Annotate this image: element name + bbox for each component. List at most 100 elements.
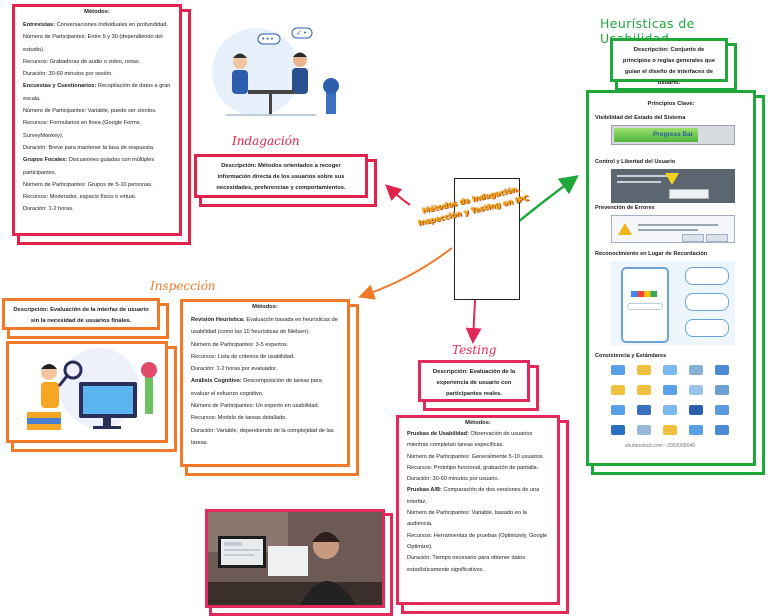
method-item: Análisis Cognitivo: Descomposición de ta…: [191, 375, 339, 400]
method-item: Recursos: Lista de criterios de usabilid…: [191, 351, 339, 363]
method-detail: Número de Participantes: Generalmente 5-…: [407, 453, 545, 460]
method-detail: Recursos: Lista de criterios de usabilid…: [191, 353, 295, 360]
method-detail: Discusiones guiadas con múltiples partic…: [23, 157, 155, 176]
method-detail: Conversaciones individuales en profundid…: [55, 22, 168, 28]
progress-bar-label: Progress Bar: [652, 131, 694, 138]
method-detail: Recursos: Prototipo funcional, grabación…: [407, 464, 539, 471]
method-item: Recursos: Moderador, espacio físico o vi…: [23, 191, 171, 203]
method-detail: Descomposición de tareas para evaluar el…: [191, 378, 322, 397]
method-item: Número de Participantes: Un experto en u…: [191, 400, 339, 412]
dialog-line: [617, 175, 677, 177]
method-detail: Evaluación basada en heurísticas de usab…: [191, 317, 338, 336]
error-dialog-example: [611, 215, 735, 243]
svg-text:✓ •: ✓ •: [296, 30, 307, 37]
method-detail: Número de Participantes: Entre 5 y 30 (d…: [23, 34, 163, 53]
icon-grid: [611, 365, 729, 435]
principle-label-4: Reconocimiento en Lugar de Recordación: [595, 251, 708, 257]
method-detail: Recursos: Moderador, espacio físico o vi…: [23, 194, 137, 201]
method-item: Recursos: Modelo de tareas detallado.: [191, 412, 339, 424]
progress-bar-fill: [614, 128, 698, 142]
method-name: Pruebas A/B:: [407, 487, 442, 494]
principle-label-2: Control y Libertad del Usuario: [595, 159, 676, 165]
method-detail: Recursos: Herramientas de pruebas (Optim…: [407, 532, 548, 550]
indagacion-title: Indagación: [232, 134, 300, 148]
method-item: Duración: 1-2 horas por evaluador.: [191, 363, 339, 375]
method-item: Recursos: Herramientas de pruebas (Optim…: [407, 531, 549, 554]
testing-description: Descripción: Evaluación de la experienci…: [418, 360, 530, 402]
method-detail: Recursos: Formularios en línea (Google F…: [23, 120, 142, 139]
method-item: Recursos: Formularios en línea (Google F…: [23, 117, 171, 142]
method-detail: Número de Participantes: 3-5 expertos.: [191, 341, 289, 348]
warning-icon: [618, 223, 632, 235]
method-detail: Duración: 1-2 horas por evaluador.: [191, 366, 278, 373]
dialog-line: [638, 229, 698, 231]
method-detail: Número de Participantes: Grupos de 5-10 …: [23, 181, 153, 188]
method-detail: Recursos: Modelo de tareas detallado.: [191, 415, 287, 422]
method-name: Revisión Heurística:: [191, 317, 245, 323]
testing-photo: [205, 509, 385, 608]
testing-methods-header: Métodos:: [465, 420, 491, 426]
method-item: Revisión Heurística: Evaluación basada e…: [191, 314, 339, 339]
suggestion-bubble: [685, 319, 729, 337]
method-detail: Duración: 30-60 minutos por usuario.: [407, 476, 500, 483]
testing-methods-list: Pruebas de Usabilidad: Observación de us…: [399, 428, 557, 579]
arrow-down-icon: [665, 173, 679, 185]
method-item: Duración: Breve para mantener la tasa de…: [23, 142, 171, 154]
heuristicas-principles-card: Principios Clave: Visibilidad del Estado…: [586, 90, 756, 466]
method-detail: Número de Participantes: Variable, puede…: [23, 108, 157, 115]
center-node: [454, 178, 520, 300]
method-item: Número de Participantes: Entre 5 y 30 (d…: [23, 31, 171, 56]
method-item: Recursos: Grabadoras de audio o video, n…: [23, 56, 171, 68]
recognition-example: [611, 261, 735, 345]
method-detail: Duración: Breve para mantener la tasa de…: [23, 144, 155, 151]
method-detail: Número de Participantes: Un experto en u…: [191, 403, 320, 410]
inspeccion-methods-card: Métodos: Revisión Heurística: Evaluación…: [180, 299, 350, 467]
indagacion-methods-header: Métodos:: [84, 9, 110, 15]
method-item: Grupos Focales: Discusiones guiadas con …: [23, 154, 171, 179]
method-name: Entrevistas:: [23, 22, 56, 28]
dialog-line: [638, 224, 718, 226]
svg-text:• • •: • • •: [262, 36, 274, 43]
method-item: Duración: 1-2 horas.: [23, 203, 171, 215]
method-detail: Número de Participantes: Variable, basad…: [407, 510, 527, 528]
inspeccion-methods-header: Métodos:: [252, 304, 278, 310]
method-item: Pruebas A/B: Comparación de dos versione…: [407, 485, 549, 508]
method-item: Duración: 30-60 minutos por sesión.: [23, 68, 171, 80]
method-item: Encuestas y Cuestionarios: Recopilación …: [23, 80, 171, 105]
method-item: Recursos: Prototipo funcional, grabación…: [407, 463, 549, 474]
principle-label-5: Consistencia y Estándares: [595, 353, 667, 359]
method-name: Pruebas de Usabilidad:: [407, 431, 469, 437]
arrow-to-inspeccion: [358, 247, 453, 300]
method-name: Grupos Focales:: [23, 157, 68, 164]
method-detail: Duración: 30-60 minutos por sesión.: [23, 71, 113, 78]
indagacion-description: Descripción: Métodos orientados a recoge…: [194, 154, 368, 198]
search-box: [627, 303, 663, 310]
arrow-to-testing: [465, 299, 482, 344]
dialog-button: [706, 234, 728, 242]
arrow-to-indagacion: [385, 184, 411, 206]
control-dialog-example: [611, 169, 735, 203]
method-name: Encuestas y Cuestionarios:: [23, 83, 97, 90]
method-item: Duración: Tiempo necesario para obtener …: [407, 553, 549, 576]
method-item: Número de Participantes: Variable, puede…: [23, 105, 171, 117]
dialog-button: [669, 189, 709, 199]
method-detail: Recopilación de datos a gran escala.: [23, 83, 171, 102]
dialog-button: [682, 234, 704, 242]
method-detail: Recursos: Grabadoras de audio o video, n…: [23, 58, 141, 65]
method-detail: Observación de usuarios mientras complet…: [407, 431, 533, 449]
search-logo: [631, 291, 657, 297]
method-detail: Duración: 1-2 horas.: [23, 206, 74, 213]
method-item: Número de Participantes: Variable, basad…: [407, 508, 549, 531]
principle-label-1: Visibilidad del Estado del Sistema: [595, 115, 686, 121]
testing-methods-card: Métodos: Pruebas de Usabilidad: Observac…: [396, 415, 560, 605]
interview-illustration: • • • ✓ •: [196, 22, 352, 132]
method-item: Duración: Variable, dependiendo de la co…: [191, 425, 339, 450]
suggestion-bubble: [685, 267, 729, 285]
heuristicas-description: Descripción: Conjunto de principios o re…: [610, 38, 728, 86]
inspeccion-title: Inspección: [150, 279, 216, 293]
arrow-to-heuristicas: [517, 175, 579, 223]
watermark: shutterstock.com · 2093068049: [625, 443, 696, 449]
inspeccion-description: Descripción: Evaluación de la interfaz d…: [2, 298, 160, 330]
method-item: Número de Participantes: 3-5 expertos.: [191, 339, 339, 351]
